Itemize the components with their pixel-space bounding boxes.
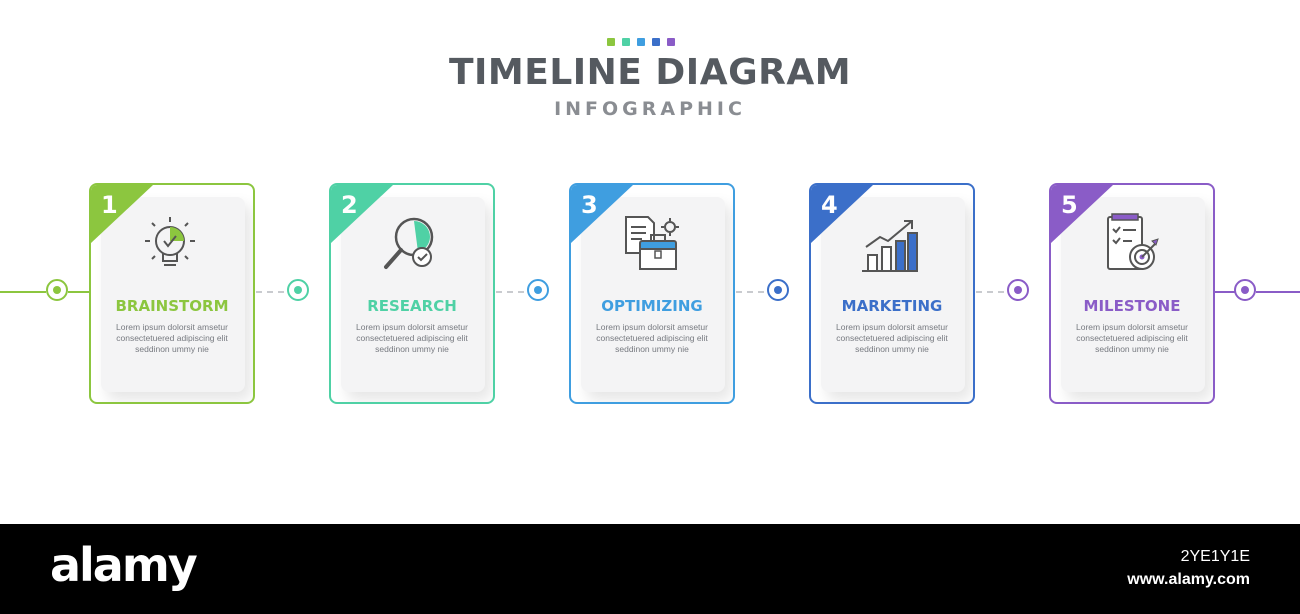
dot-4: [652, 38, 660, 46]
step-description: Lorem ipsum dolorsit amsetur consectetue…: [356, 322, 468, 354]
step-number: 3: [581, 191, 598, 219]
magnifier-check-icon: [384, 217, 434, 269]
step-description: Lorem ipsum dolorsit amsetur consectetue…: [596, 322, 708, 354]
site-url: www.alamy.com: [1127, 571, 1250, 588]
image-id: 2YE1Y1E: [1180, 548, 1250, 565]
timeline-dash-4: [976, 291, 1004, 293]
color-dots: [607, 38, 675, 46]
step-description: Lorem ipsum dolorsit amsetur consectetue…: [116, 322, 228, 354]
checklist-target-icon: [1107, 213, 1159, 270]
brand-logo: alamy: [50, 538, 198, 592]
briefcase-gear-icon: [625, 216, 679, 270]
step-card-brainstorm: 1 BRAINSTORM Lorem ipsum dolorsit amsetu…: [89, 183, 255, 404]
timeline-dash-3: [736, 291, 764, 293]
step-label: RESEARCH: [367, 297, 457, 315]
number-corner: [91, 185, 153, 243]
step-number: 2: [341, 191, 358, 219]
timeline-line-left: [0, 291, 46, 293]
timeline-line-right: [1256, 291, 1300, 293]
dot-3: [637, 38, 645, 46]
step-number: 5: [1061, 191, 1078, 219]
timeline-line-out: [1215, 291, 1235, 293]
number-corner: [811, 185, 873, 243]
dot-1: [607, 38, 615, 46]
step-label: MILESTONE: [1083, 297, 1181, 315]
timeline-node-4: [1007, 279, 1029, 301]
step-label: OPTIMIZING: [601, 297, 703, 315]
step-description: Lorem ipsum dolorsit amsetur consectetue…: [836, 322, 948, 354]
step-card-milestone: 5 MILESTONE Lorem ipsum dolorsit amsetur…: [1049, 183, 1215, 404]
step-description: Lorem ipsum dolorsit amsetur consectetue…: [1076, 322, 1188, 354]
step-card-marketing: 4 MARKETING Lorem ipsum dolorsit amsetur…: [809, 183, 975, 404]
number-corner: [571, 185, 633, 243]
timeline-node-3: [767, 279, 789, 301]
page-subtitle: INFOGRAPHIC: [554, 98, 746, 120]
step-number: 1: [101, 191, 118, 219]
step-label: BRAINSTORM: [115, 297, 229, 315]
page-title: TIMELINE DIAGRAM: [448, 52, 852, 93]
timeline-line-in: [68, 291, 90, 293]
watermark-bar: [0, 524, 1300, 614]
timeline-node-2: [527, 279, 549, 301]
timeline-node-start: [46, 279, 68, 301]
step-card-optimizing: 3 OPTIMIZING Lorem ipsum dolorsit amsetu…: [569, 183, 735, 404]
dot-2: [622, 38, 630, 46]
timeline-node-end: [1234, 279, 1256, 301]
lightbulb-icon: [145, 217, 195, 266]
dot-5: [667, 38, 675, 46]
number-corner: [331, 185, 393, 243]
timeline-dash-2: [496, 291, 524, 293]
step-label: MARKETING: [841, 297, 943, 315]
timeline-node-1: [287, 279, 309, 301]
number-corner: [1051, 185, 1113, 243]
step-card-research: 2 RESEARCH Lorem ipsum dolorsit amsetur …: [329, 183, 495, 404]
timeline-dash-1: [256, 291, 284, 293]
growth-chart-icon: [862, 220, 918, 272]
step-number: 4: [821, 191, 838, 219]
